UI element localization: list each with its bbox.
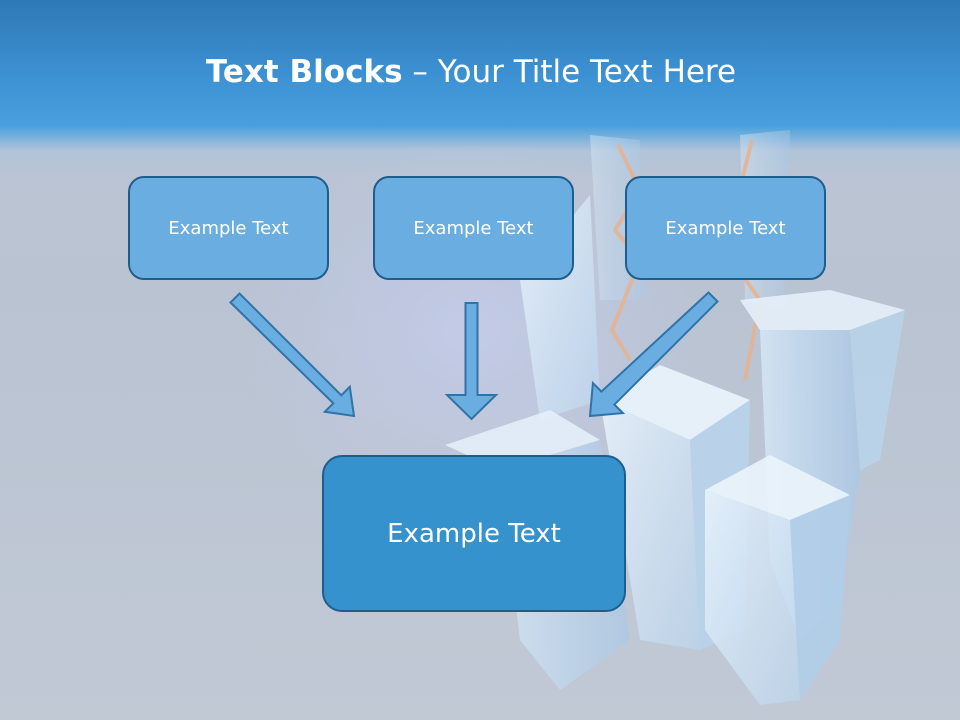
- text-block-center-label: Example Text: [413, 217, 534, 239]
- text-block-left[interactable]: Example Text: [128, 176, 329, 280]
- target-text-block[interactable]: Example Text: [322, 455, 626, 612]
- text-block-right-label: Example Text: [665, 217, 786, 239]
- target-text-block-label: Example Text: [387, 518, 561, 549]
- title-rest-part: Your Title Text Here: [437, 54, 737, 90]
- text-block-right[interactable]: Example Text: [625, 176, 826, 280]
- title-bold-part: Text Blocks: [205, 54, 403, 90]
- text-block-left-label: Example Text: [168, 217, 289, 239]
- arrow-left-diagonal: [229, 292, 356, 418]
- arrow-right-diagonal: [588, 291, 719, 418]
- arrow-center-down: [444, 302, 499, 421]
- text-block-center[interactable]: Example Text: [373, 176, 574, 280]
- title-separator: –: [402, 54, 438, 90]
- slide-title: Text Blocks – Your Title Text Here: [0, 54, 942, 90]
